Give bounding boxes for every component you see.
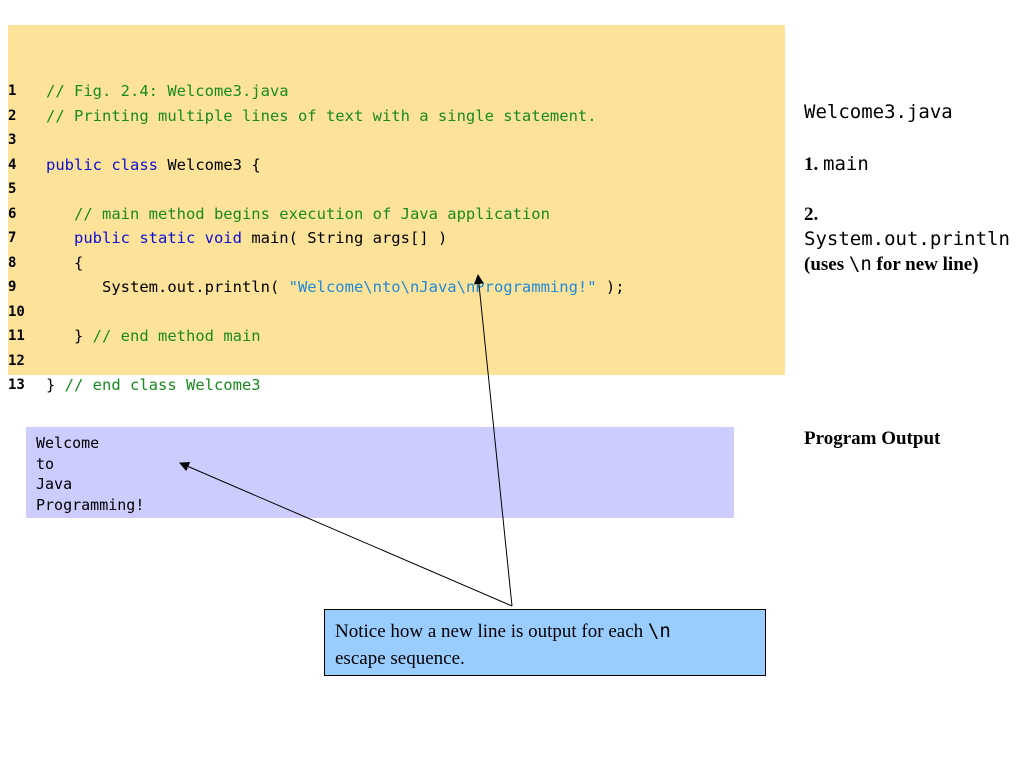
- sidebar-filename: Welcome3.java: [804, 101, 953, 123]
- sidebar-step-2: 2. System.out.println (uses \n for new l…: [804, 203, 1014, 277]
- line-number: 4: [8, 156, 17, 173]
- line-number: 10: [8, 303, 25, 320]
- code-line: 8 {: [8, 251, 785, 276]
- line-number: 1: [8, 83, 17, 99]
- code-source: System.out.println( "Welcome\nto\nJava\n…: [46, 275, 625, 300]
- code-source: // main method begins execution of Java …: [46, 202, 550, 227]
- code-token-plain: );: [596, 278, 625, 296]
- code-token-plain: main( String args[] ): [251, 229, 448, 247]
- code-token-keyword: public static void: [46, 229, 252, 247]
- callout-note: Notice how a new line is output for each…: [324, 609, 766, 676]
- step-code: main: [823, 153, 869, 175]
- output-line: Welcome: [36, 434, 100, 452]
- step-note: (uses: [804, 254, 849, 275]
- sidebar-step-1: 1. main: [804, 152, 1019, 177]
- code-token-plain: {: [46, 253, 84, 272]
- code-token-plain: }: [46, 376, 65, 394]
- code-token-comment: // Fig. 2.4: Welcome3.java: [46, 82, 289, 100]
- code-line: 6 // main method begins execution of Jav…: [8, 202, 785, 227]
- code-line: 1 // Fig. 2.4: Welcome3.java: [8, 79, 785, 104]
- code-line: 7 public static void main( String args[]…: [8, 226, 785, 251]
- step-code: System.out.println: [804, 228, 1010, 250]
- line-number: 8: [8, 254, 17, 271]
- code-token-keyword: public class: [46, 155, 168, 174]
- code-token-comment: // end method main: [92, 327, 261, 345]
- line-number: 2: [8, 107, 17, 124]
- step-note-2: for new line): [871, 254, 979, 275]
- step-number: 1.: [804, 154, 819, 175]
- code-token-comment: // end class Welcome3: [64, 376, 261, 394]
- sidebar: Welcome3.java 1. main 2. System.out.prin…: [804, 98, 1019, 277]
- line-number: 11: [8, 328, 25, 344]
- code-token-plain: System.out.println(: [46, 278, 289, 296]
- code-lines: 1 // Fig. 2.4: Welcome3.java 2 // Printing …: [8, 79, 785, 398]
- code-line: 13} // end class Welcome3: [8, 373, 785, 398]
- code-source: {: [46, 251, 83, 276]
- line-number: 5: [8, 181, 17, 197]
- code-line: 10: [8, 300, 785, 325]
- code-token-plain: Welcome3 {: [167, 155, 261, 174]
- line-number: 12: [8, 352, 25, 369]
- code-token-plain: }: [46, 327, 93, 345]
- sidebar-program-output-label: Program Output: [804, 428, 941, 449]
- output-line: to: [36, 454, 55, 473]
- line-number: 9: [8, 279, 17, 295]
- code-source: public class Welcome3 {: [46, 153, 261, 178]
- line-number: 3: [8, 132, 17, 148]
- code-line: 12: [8, 349, 785, 374]
- code-line: 5: [8, 177, 785, 202]
- line-number: 7: [8, 230, 17, 246]
- callout-text-2: escape sequence.: [335, 648, 465, 669]
- line-number: 13: [8, 377, 25, 393]
- line-number: 6: [8, 205, 17, 222]
- callout-text: Notice how a new line is output for each: [335, 621, 648, 642]
- code-line: 2 // Printing multiple lines of text with…: [8, 104, 785, 129]
- code-source: } // end method main: [46, 324, 261, 349]
- code-token-comment: // Printing multiple lines of text with …: [46, 106, 597, 125]
- step-number: 2.: [804, 204, 819, 225]
- code-listing-panel: 1 // Fig. 2.4: Welcome3.java 2 // Printing …: [8, 25, 785, 394]
- code-source: // Printing multiple lines of text with …: [46, 104, 597, 129]
- code-source: public static void main( String args[] ): [46, 226, 447, 251]
- code-line: 4 public class Welcome3 {: [8, 153, 785, 178]
- code-line: 11 } // end method main: [8, 324, 785, 349]
- code-line: 9 System.out.println( "Welcome\nto\nJava…: [8, 275, 785, 300]
- code-source: // Fig. 2.4: Welcome3.java: [46, 79, 289, 104]
- code-line: 3: [8, 128, 785, 153]
- output-line: Java: [36, 475, 73, 493]
- callout-code: \n: [647, 620, 671, 642]
- code-token-comment: // main method begins execution of Java …: [46, 204, 550, 223]
- step-note-code: \n: [848, 253, 872, 275]
- output-line: Programming!: [36, 495, 145, 514]
- code-source: } // end class Welcome3: [46, 373, 261, 398]
- code-token-string: "Welcome\nto\nJava\nProgramming!": [288, 278, 597, 296]
